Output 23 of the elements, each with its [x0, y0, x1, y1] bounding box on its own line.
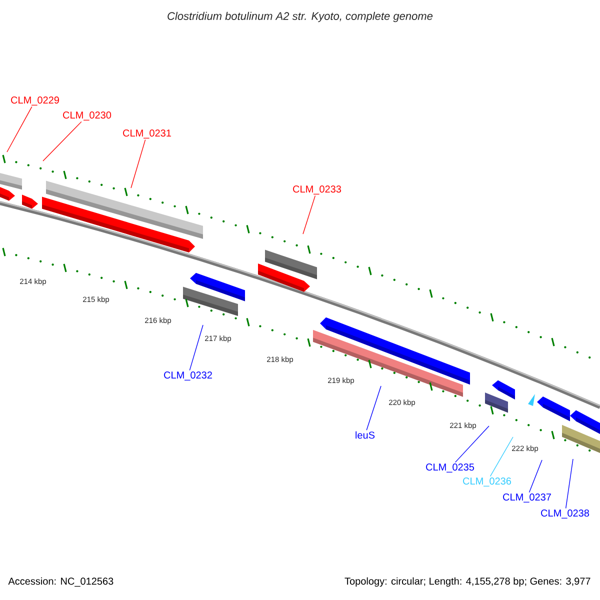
gene-label: CLM_0231 [123, 130, 171, 138]
leader-line [454, 426, 490, 463]
gene-label: CLM_0238 [541, 510, 590, 518]
leader-line [302, 195, 316, 234]
leader-line [189, 324, 204, 371]
footer-text: Accession: NC_012563 [8, 577, 114, 587]
leader-line [490, 436, 514, 477]
title: Clostridium botulinum A2 str. Kyoto, complete genome [168, 12, 433, 22]
leader-line [565, 458, 574, 509]
leader-line [6, 106, 32, 152]
gene-label: CLM_0230 [63, 112, 112, 120]
gene-label: CLM_0233 [293, 186, 342, 194]
gene-label: CLM_0232 [164, 372, 212, 380]
leader-line [130, 139, 146, 188]
leader-line [366, 386, 382, 430]
gene-label: CLM_0235 [426, 464, 474, 472]
leader-line [528, 460, 542, 493]
gene-label: CLM_0237 [503, 494, 551, 502]
gene-label: leuS [356, 431, 375, 439]
leader-line [42, 121, 82, 162]
gene-label: CLM_0236 [463, 478, 512, 486]
footer-text: Topology: circular; Length: 4,155,278 bp; Genes: 3,977 [344, 577, 590, 587]
gene-label: CLM_0229 [11, 96, 59, 106]
